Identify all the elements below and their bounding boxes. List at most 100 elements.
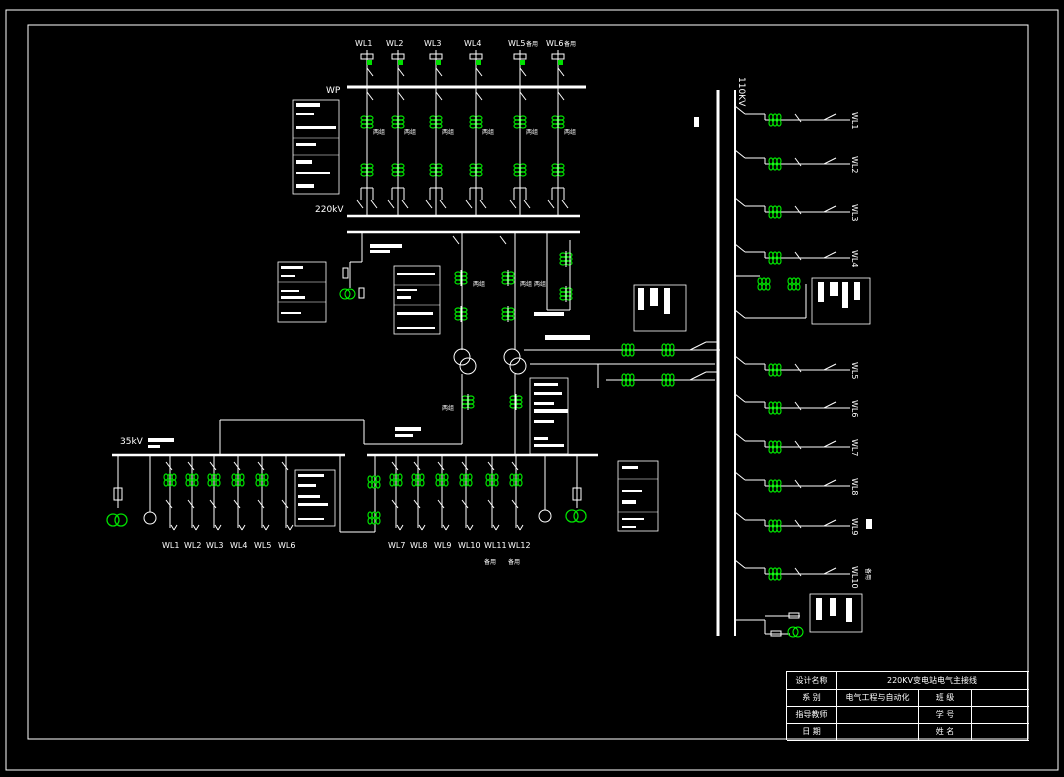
ct-coil [171, 479, 177, 487]
equipment-table-35-right [617, 460, 659, 532]
current-transformer-icon [207, 473, 221, 487]
wire [823, 401, 837, 409]
current-transformer-icon [360, 162, 374, 178]
current-transformer-icon [513, 114, 527, 130]
current-transformer-icon [454, 306, 468, 322]
feeder-35-label: WL4 [230, 541, 247, 550]
current-transformer-icon [185, 473, 199, 487]
wire [734, 243, 746, 253]
current-transformer-icon [757, 277, 771, 291]
ct-coil [507, 315, 515, 321]
disconnector-icon [452, 235, 460, 245]
current-transformer-icon [391, 114, 405, 130]
ct-coil [776, 446, 782, 454]
ct-coil [776, 211, 782, 219]
wire [734, 309, 746, 319]
wire [823, 251, 837, 259]
feeder-110-label: WL6 [850, 400, 859, 417]
disconnector-icon [794, 519, 802, 529]
note-bar-2 [370, 250, 390, 253]
ct-coil [461, 403, 469, 409]
arrow-icon [466, 524, 474, 531]
disconnector-icon [413, 461, 421, 471]
disconnector-icon [435, 91, 443, 101]
bus-110-label: 110KV [736, 77, 746, 107]
disconnector-icon [487, 461, 495, 471]
current-transformer-icon [768, 205, 782, 219]
disconnector-icon [794, 401, 802, 411]
feeder-220-label: WL2 [386, 39, 403, 48]
current-transformer-icon [367, 511, 381, 525]
ct-coil [467, 403, 475, 409]
disconnector-icon [499, 235, 507, 245]
station-transformer-icon [573, 509, 587, 523]
ct-coil [513, 171, 521, 177]
ct-coil [776, 401, 782, 409]
line-trap-icon [429, 53, 443, 60]
feeder-110-spare-tag: 备用 [864, 568, 872, 580]
class-label: 班 级 [919, 689, 972, 706]
wire [734, 432, 746, 442]
disconnector-icon [391, 461, 399, 471]
feeder-220-spare-tag: 备用 [526, 40, 538, 48]
wire [734, 149, 746, 159]
transformer-1-primary [453, 348, 471, 366]
fuse-icon [113, 487, 123, 501]
ct-coil [469, 171, 477, 177]
ct-coil [375, 481, 381, 489]
feeder-35-label: WL12 [508, 541, 531, 550]
current-transformer-icon [551, 162, 565, 178]
feeder-110-label: WL4 [850, 250, 859, 267]
disconnector-icon [257, 499, 265, 509]
ct-coil [776, 251, 782, 259]
name-value [972, 723, 1028, 740]
breaker-note: 两组 [482, 128, 494, 136]
title-row-date: 日 期 姓 名 [787, 723, 1029, 741]
ct-coil [375, 511, 381, 519]
ct-coil [565, 260, 573, 266]
current-transformer-icon [391, 162, 405, 178]
disconnector-icon [233, 499, 241, 509]
disconnector-icon [465, 199, 473, 209]
ct-coil [669, 343, 675, 351]
feeder-35-label: WL6 [278, 541, 295, 550]
current-transformer-icon [787, 277, 801, 291]
ct-coil [469, 123, 477, 129]
wire [689, 371, 707, 381]
line-trap-icon [391, 53, 405, 60]
ct-coil [776, 205, 782, 213]
wire [734, 511, 746, 521]
pt-110-bottom [735, 612, 804, 638]
feeder-220-spare-tag: 备用 [564, 40, 576, 48]
ct-coil [366, 171, 374, 177]
ct-coil [375, 517, 381, 525]
ct-coil [435, 123, 443, 129]
arrow-icon [214, 524, 222, 531]
current-transformer-icon [163, 473, 177, 487]
ct-coil [435, 171, 443, 177]
disconnector-icon [437, 499, 445, 509]
title-row-design: 设计名称 220KV变电站电气主接线 [787, 672, 1029, 690]
ct-coil [493, 479, 499, 487]
disconnector-icon [187, 499, 195, 509]
disconnector-icon [165, 461, 173, 471]
equipment-table-upper [292, 99, 340, 195]
ct-coil [519, 123, 527, 129]
disconnector-icon [397, 67, 405, 77]
arrow-icon [262, 524, 270, 531]
equipment-table-110-bottom [809, 593, 863, 633]
current-transformer-icon [411, 473, 425, 487]
disconnector-icon [794, 251, 802, 261]
title-row-dept: 系 别 电气工程与自动化 班 级 [787, 689, 1029, 707]
student-id-value [972, 706, 1028, 723]
disconnector-icon [397, 91, 405, 101]
ct-coil [517, 473, 523, 481]
feeder-35-label: WL11 [484, 541, 507, 550]
ct-coil [493, 473, 499, 481]
disconnector-icon [233, 461, 241, 471]
ct-coil [776, 257, 782, 265]
ct-coil [360, 171, 368, 177]
ct-coil [776, 119, 782, 127]
breaker-note: 两组 [564, 128, 576, 136]
